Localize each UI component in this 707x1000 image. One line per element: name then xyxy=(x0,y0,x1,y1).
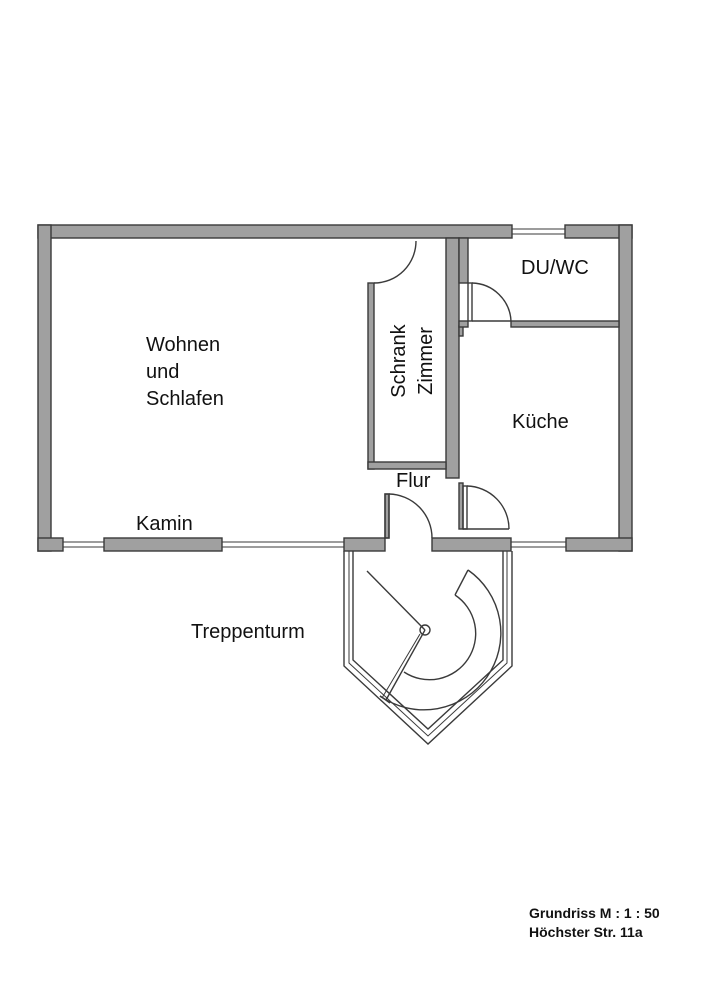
wall-bath-kitchen xyxy=(510,320,620,328)
wall-bottom-left-stub xyxy=(37,537,64,552)
door-bathroom xyxy=(467,282,512,322)
room-label-bathroom: DU/WC xyxy=(521,257,589,279)
wall-bottom-kamin xyxy=(103,537,223,552)
wall-bath-left xyxy=(458,237,469,284)
wall-left xyxy=(37,224,52,552)
wall-top-left xyxy=(37,224,513,239)
room-label-living-2: und xyxy=(146,361,180,383)
caption-scale: Grundriss M : 1 : 50 xyxy=(529,905,660,921)
staircase-tower xyxy=(343,551,513,745)
room-label-living-3: Schlafen xyxy=(146,388,224,410)
wall-bottom-stair-left xyxy=(343,537,386,552)
room-label-kitchen: Küche xyxy=(512,411,569,433)
door-kitchen xyxy=(462,485,510,530)
room-label-closet-2: Zimmer xyxy=(415,327,437,395)
closet-wall-left xyxy=(367,282,375,470)
wall-bottom-stair-right xyxy=(431,537,512,552)
room-label-fireplace: Kamin xyxy=(136,513,193,535)
wall-right xyxy=(618,224,633,552)
caption-address: Höchster Str. 11a xyxy=(529,924,643,940)
room-label-living-1: Wohnen xyxy=(146,334,221,356)
wall-bottom-right-stub xyxy=(565,537,633,552)
windows xyxy=(63,228,566,548)
closet-wall-bottom xyxy=(367,461,447,470)
room-label-closet-1: Schrank xyxy=(388,324,410,398)
room-label-hall: Flur xyxy=(396,470,431,492)
door-closet xyxy=(373,240,417,284)
wall-bath-stub xyxy=(458,320,469,328)
wall-interior-vertical xyxy=(445,237,460,479)
room-label-staircase: Treppenturm xyxy=(191,621,305,643)
door-entrance xyxy=(384,493,433,539)
